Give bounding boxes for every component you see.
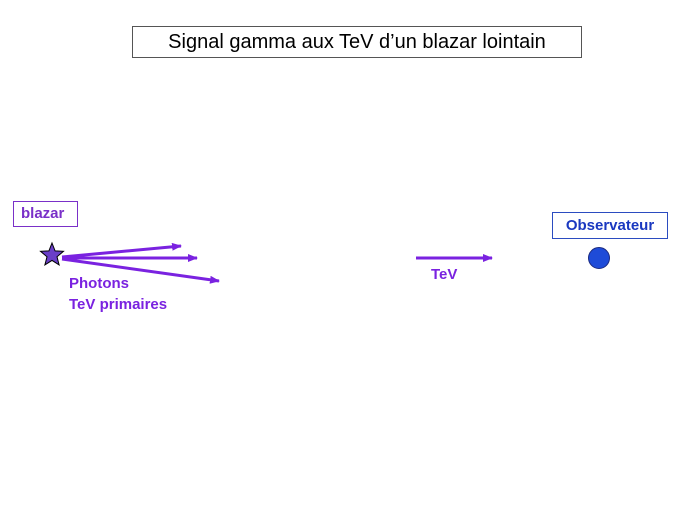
blazar-star-icon (39, 241, 65, 267)
diagram-title: Signal gamma aux TeV d’un blazar lointai… (132, 26, 582, 58)
blazar-label: blazar (13, 201, 78, 227)
photons-label-line1: Photons (69, 275, 129, 292)
observer-label: Observateur (552, 212, 668, 239)
tev-label: TeV (431, 266, 458, 283)
photon-arrow-upper (61, 242, 182, 259)
photons-label-line2: TeV primaires (69, 296, 168, 313)
photon-arrow-lower (61, 257, 220, 284)
observer-circle-icon (588, 247, 610, 269)
